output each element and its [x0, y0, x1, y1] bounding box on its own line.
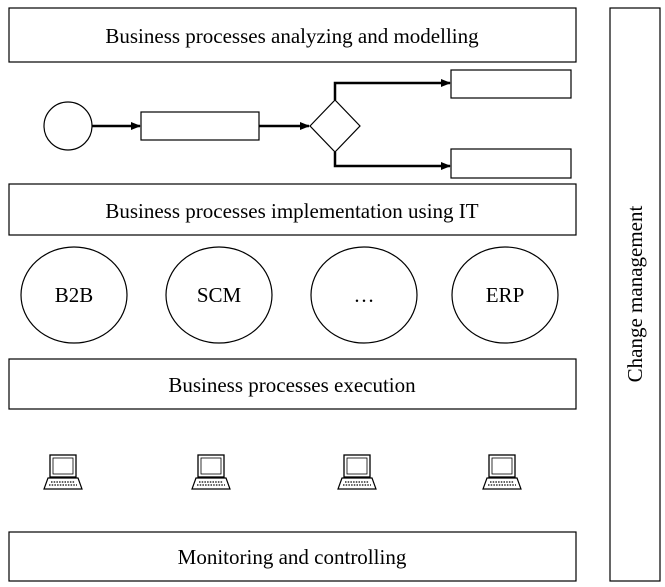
- task-box-upper: [450, 69, 572, 99]
- implementation-layer: Business processes implementation using …: [8, 183, 577, 236]
- laptop-icon: [337, 454, 377, 490]
- execution-layer: Business processes execution: [8, 358, 577, 410]
- process-flow: [43, 69, 572, 179]
- task-box-lower: [450, 148, 572, 179]
- erp-system-ellipse: [451, 246, 559, 344]
- execution-layer-label: Business processes execution: [168, 373, 416, 397]
- workstations-row: [43, 454, 522, 490]
- implementation-layer-label: Business processes implementation using …: [105, 199, 478, 223]
- modelling-layer-label: Business processes analyzing and modelli…: [105, 24, 479, 48]
- laptop-icon: [482, 454, 522, 490]
- monitoring-layer-label: Monitoring and controlling: [178, 545, 407, 569]
- scm-system-label: SCM: [197, 283, 242, 307]
- flow-arrow-lower: [333, 152, 451, 170]
- laptop-icon: [191, 454, 231, 490]
- b2b-system-ellipse: [20, 246, 128, 344]
- other-system-ellipse: [310, 246, 418, 344]
- modelling-layer: Business processes analyzing and modelli…: [8, 7, 577, 63]
- scm-system-ellipse: [165, 246, 273, 344]
- change-management-panel: Change management: [609, 7, 661, 582]
- task-box: [140, 111, 260, 141]
- b2b-system-label: B2B: [55, 283, 94, 307]
- monitoring-layer: Monitoring and controlling: [8, 531, 577, 582]
- laptop-icon: [43, 454, 83, 490]
- start-event-circle: [43, 101, 93, 151]
- gateway-diamond: [309, 99, 361, 153]
- other-system-label: …: [354, 283, 375, 307]
- flow-arrow-upper: [333, 79, 451, 100]
- erp-system-label: ERP: [486, 283, 525, 307]
- systems-row: B2B SCM … ERP: [20, 246, 559, 344]
- change-management-label: Change management: [623, 205, 647, 382]
